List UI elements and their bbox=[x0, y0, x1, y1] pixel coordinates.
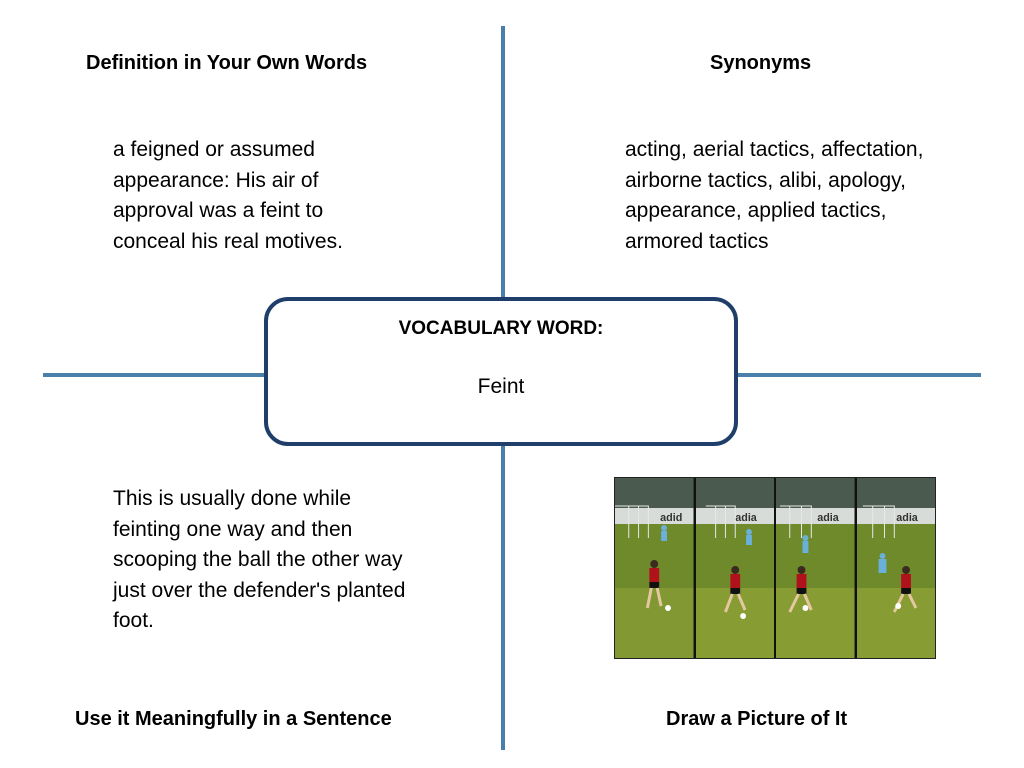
definition-text: a feigned or assumed appearance: His air… bbox=[113, 138, 343, 253]
vocabulary-label: VOCABULARY WORD: bbox=[398, 318, 604, 339]
synonyms-text: acting, aerial tactics, affectation, air… bbox=[625, 138, 924, 253]
picture-panel-3: adia bbox=[776, 478, 857, 658]
feint-picture: adid adia adia bbox=[614, 477, 936, 659]
banner-text-3: adia bbox=[817, 512, 839, 524]
picture-heading: Draw a Picture of It bbox=[666, 708, 848, 730]
horizontal-divider-left bbox=[43, 373, 268, 377]
synonyms-heading: Synonyms bbox=[710, 52, 812, 74]
sentence-text: This is usually done while feinting one … bbox=[113, 487, 406, 632]
sentence-heading: Use it Meaningfully in a Sentence bbox=[75, 708, 392, 730]
banner-text-4: adia bbox=[896, 512, 918, 524]
vocabulary-word-box: VOCABULARY WORD: Feint bbox=[264, 297, 738, 446]
picture-panel-4: adia bbox=[856, 478, 935, 658]
picture-panel-1: adid bbox=[615, 478, 696, 658]
picture-panel-2: adia bbox=[695, 478, 776, 658]
banner-text-1: adid bbox=[660, 512, 682, 524]
vocabulary-word: Feint bbox=[477, 375, 525, 398]
horizontal-divider-right bbox=[733, 373, 981, 377]
banner-text-2: adia bbox=[735, 512, 757, 524]
definition-heading: Definition in Your Own Words bbox=[86, 52, 368, 74]
